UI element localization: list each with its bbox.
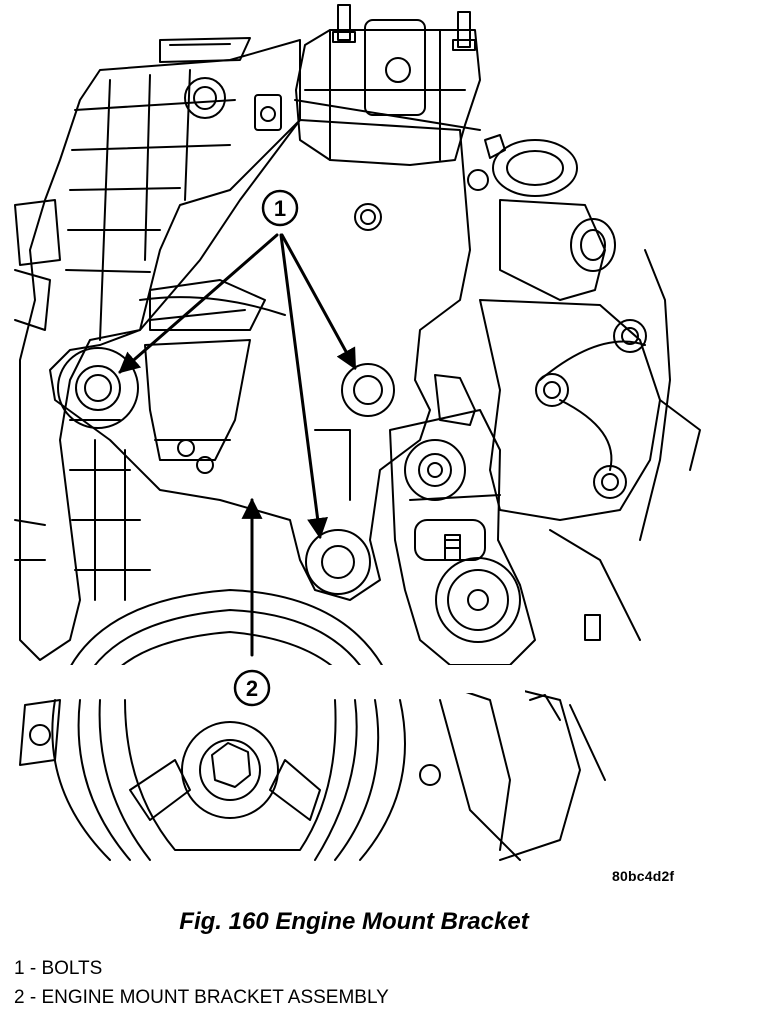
callout-1-label: 1 bbox=[274, 196, 286, 221]
callout-2 bbox=[233, 669, 271, 707]
accessory-bracket bbox=[479, 249, 701, 641]
lower-right-structure bbox=[419, 689, 606, 861]
figure-caption: Fig. 160 Engine Mount Bracket bbox=[179, 908, 529, 935]
bolt-left bbox=[57, 347, 139, 429]
bolt-lower bbox=[305, 529, 371, 595]
legend-list: 1 - BOLTS 2 - ENGINE MOUNT BRACKET ASSEM… bbox=[14, 954, 389, 1012]
engine-mount-top bbox=[294, 4, 481, 166]
callout-1-arrows bbox=[118, 233, 357, 540]
belt-tensioner bbox=[389, 374, 536, 666]
coolant-fitting bbox=[467, 134, 616, 301]
crankshaft-pulley bbox=[51, 589, 406, 861]
legend-item-bracket-assembly: 2 - ENGINE MOUNT BRACKET ASSEMBLY bbox=[14, 987, 389, 1008]
figure-image-id: 80bc4d2f bbox=[612, 868, 675, 884]
legend-item-bolts: 1 - BOLTS bbox=[14, 958, 103, 979]
engine-mount-bracket bbox=[49, 119, 471, 601]
callout-2-label: 2 bbox=[246, 676, 258, 701]
engine-block bbox=[19, 37, 301, 661]
engine-mount-bracket-illustration: 1 2 bbox=[14, 4, 701, 861]
bolt-middle bbox=[341, 363, 395, 417]
callout-1 bbox=[261, 189, 299, 227]
